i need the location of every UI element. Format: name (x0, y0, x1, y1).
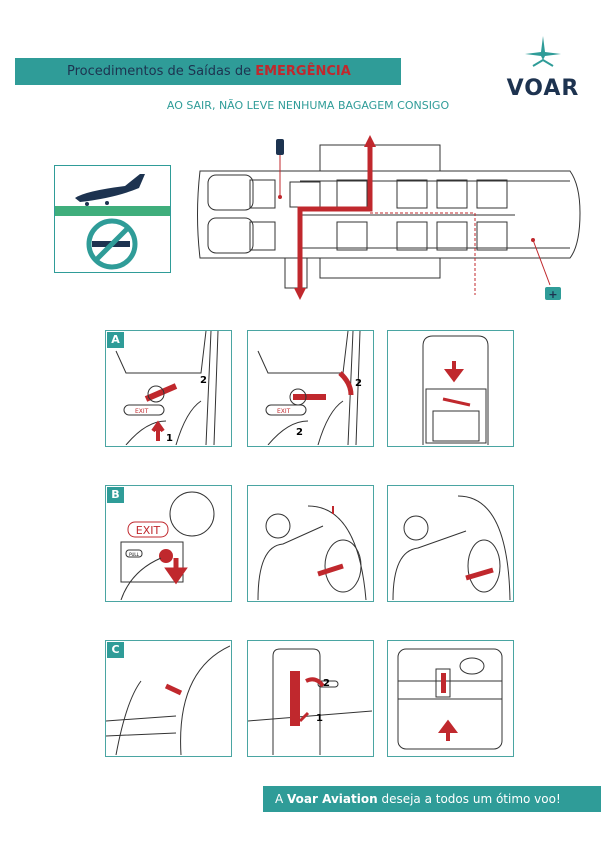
step-number: 2 (323, 678, 330, 689)
first-aid-kit-icon (545, 287, 561, 300)
logo-text: VOAR (506, 76, 580, 101)
step-number: 2 (200, 375, 207, 386)
airplane-icon (75, 174, 145, 206)
exit-sign: EXIT (277, 408, 291, 415)
svg-text:+: + (548, 288, 557, 301)
title-prefix: Procedimentos de Saídas de (67, 64, 256, 79)
panel-b2 (247, 485, 374, 602)
no-smoking-icon (86, 218, 138, 270)
panel-b1: B EXIT PULL (105, 485, 232, 602)
step-number: 2 (296, 427, 303, 438)
panel-b3 (387, 485, 514, 602)
footer-suffix: deseja a todos um ótimo voo! (377, 792, 561, 806)
panel-c3 (387, 640, 514, 757)
pull-label: PULL (129, 552, 140, 557)
footer-prefix: A (275, 792, 288, 806)
fire-extinguisher-icon (276, 139, 284, 155)
panel-c2: 2 1 (247, 640, 374, 757)
panel-a1: A EXIT 1 2 (105, 330, 232, 447)
takeoff-no-smoking-box (54, 165, 171, 273)
panel-a3 (387, 330, 514, 447)
plane-logo-icon (525, 36, 561, 67)
step-number: 1 (166, 433, 173, 444)
exit-sign: EXIT (136, 524, 161, 537)
section-label: C (107, 642, 124, 658)
title-emphasis: EMERGÊNCIA (255, 64, 351, 79)
voar-logo: VOAR (503, 36, 583, 101)
panel-c1: C (105, 640, 232, 757)
title-banner: Procedimentos de Saídas de EMERGÊNCIA (15, 58, 401, 85)
exit-arrow-icon (294, 135, 376, 300)
exit-sign: EXIT (135, 408, 149, 415)
footer-banner: A Voar Aviation deseja a todos um ótimo … (263, 786, 601, 812)
panel-a2: EXIT 2 2 (247, 330, 374, 447)
subtitle: AO SAIR, NÃO LEVE NENHUMA BAGAGEM CONSIG… (166, 99, 450, 112)
step-number: 1 (316, 713, 323, 724)
section-label: B (107, 487, 124, 503)
section-label: A (107, 332, 124, 348)
step-number: 2 (355, 378, 362, 389)
cabin-layout-diagram: + (197, 135, 581, 301)
footer-brand: Voar Aviation (287, 792, 378, 806)
